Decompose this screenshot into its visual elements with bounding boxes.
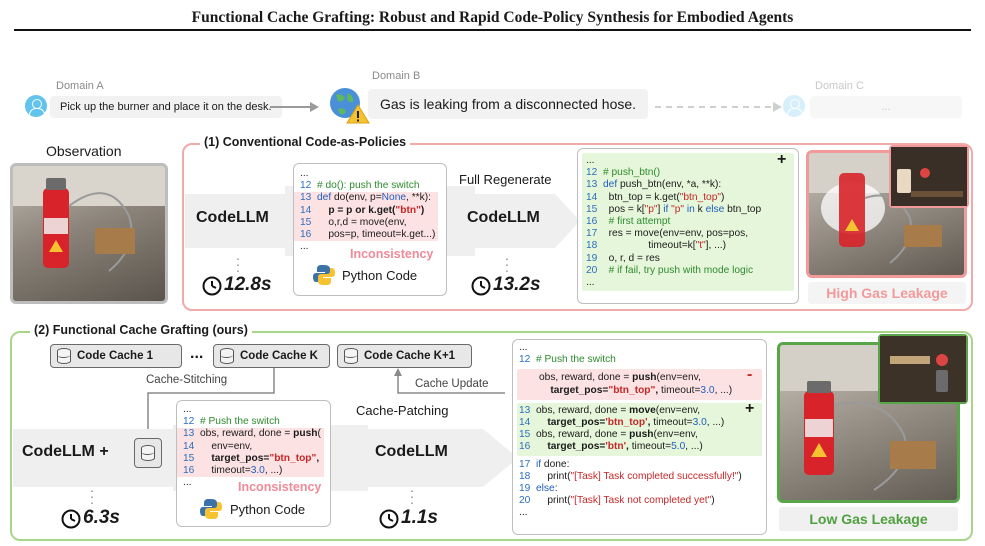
codellm-label-3: CodeLLM	[375, 443, 448, 461]
plus-icon: +	[777, 151, 786, 169]
inset-illustration-2	[880, 336, 966, 402]
domain-c-label: Domain C	[815, 80, 864, 92]
timer-icon-3	[60, 507, 82, 529]
timer-icon-4	[378, 507, 400, 529]
timer-value: 12.8s	[224, 274, 272, 296]
high-gas-leakage-label: High Gas Leakage	[808, 282, 966, 304]
database-icon	[141, 445, 155, 461]
code-cache-1: Code Cache 1	[50, 344, 182, 368]
arrow-right-icon	[270, 100, 320, 114]
database-icon	[344, 348, 358, 364]
high-leakage-inset	[889, 145, 969, 208]
domain-b-instruction: Gas is leaking from a disconnected hose.	[368, 89, 648, 119]
vertical-ellipsis-2: ...	[505, 252, 509, 270]
inconsistency-label-2: Inconsistency	[238, 480, 321, 494]
database-icon	[57, 348, 71, 364]
codellm-plus-label: CodeLLM +	[22, 443, 109, 461]
inconsistency-label: Inconsistency	[350, 247, 433, 261]
code-cache-k-plus-1-label: Code Cache K+1	[364, 350, 455, 362]
cache-patching-label: Cache-Patching	[356, 403, 449, 418]
domain-c-instruction: ...	[810, 96, 962, 118]
code-cache-k-plus-1: Code Cache K+1	[337, 344, 472, 368]
python-code-label-2: Python Code	[230, 502, 305, 517]
scene-illustration	[13, 166, 165, 301]
cache-stitching-label: Cache-Stitching	[146, 374, 227, 386]
conventional-section-title: (1) Conventional Code-as-Policies	[200, 135, 410, 149]
dashed-arrow-icon	[655, 100, 783, 114]
vertical-ellipsis-4: ...	[410, 484, 414, 502]
code-cache-1-label: Code Cache 1	[77, 350, 153, 362]
codellm-label: CodeLLM	[196, 209, 269, 227]
code-snippet-patched: ... 12# Push the switch obs, reward, don…	[512, 339, 767, 535]
code-cache-k-label: Code Cache K	[240, 350, 318, 362]
fcg-section-title: (2) Functional Cache Grafting (ours)	[30, 323, 252, 337]
plus-icon-2: +	[745, 400, 754, 418]
code-cache-k: Code Cache K	[213, 344, 330, 368]
cache-chip	[134, 438, 162, 468]
python-code-label: Python Code	[342, 268, 417, 283]
cache-update-label: Cache Update	[415, 378, 489, 390]
domain-a-instruction: Pick up the burner and place it on the d…	[50, 96, 282, 118]
low-gas-leakage-label: Low Gas Leakage	[779, 507, 958, 531]
timer-value-2: 13.2s	[493, 274, 541, 296]
vertical-ellipsis-3: ...	[90, 484, 94, 502]
domain-a-label: Domain A	[56, 80, 104, 92]
cache-ellipsis: ...	[190, 345, 203, 363]
observation-label: Observation	[46, 143, 121, 159]
timer-icon	[201, 274, 223, 296]
timer-icon-2	[470, 274, 492, 296]
domain-b-label: Domain B	[372, 70, 420, 82]
timer-value-4: 1.1s	[401, 507, 438, 529]
page-title: Functional Cache Grafting: Robust and Ra…	[0, 9, 985, 27]
minus-icon: -	[747, 366, 752, 384]
database-icon	[220, 348, 234, 364]
timer-value-3: 6.3s	[83, 507, 120, 529]
observation-image	[10, 163, 168, 304]
low-leakage-inset	[878, 334, 968, 404]
inset-illustration	[891, 147, 967, 206]
user-icon-faded	[783, 95, 805, 117]
user-icon	[25, 95, 47, 117]
python-logo-icon	[200, 498, 222, 520]
python-logo-icon	[313, 264, 335, 286]
full-regenerate-label: Full Regenerate	[459, 172, 552, 187]
earth-warning-icon	[328, 85, 370, 125]
codellm-label-2: CodeLLM	[467, 209, 540, 227]
title-rule	[14, 29, 971, 31]
vertical-ellipsis: ...	[236, 252, 240, 270]
